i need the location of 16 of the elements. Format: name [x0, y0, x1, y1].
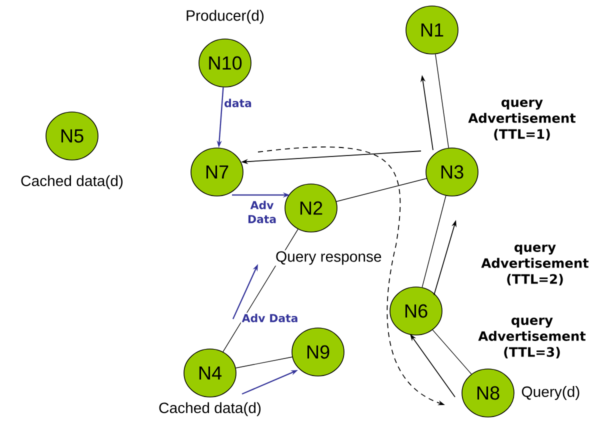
edge-label: Adv Data: [240, 312, 300, 324]
link-line: [422, 195, 446, 288]
annotation-text: query Advertisement (TTL=3): [478, 318, 586, 358]
node-caption: Cached data(d): [159, 402, 261, 416]
edge-label: Adv Data: [246, 200, 278, 224]
node-caption: Cached data(d): [21, 175, 123, 190]
link-line: [432, 330, 472, 374]
link-line: [336, 178, 427, 202]
annotation-text: query Advertisement (TTL=1): [468, 100, 576, 140]
annotation-text: query Advertisement (TTL=2): [481, 244, 589, 286]
link-line: [235, 356, 293, 368]
node-caption: Producer(d): [186, 10, 264, 24]
link-line: [435, 54, 449, 148]
edge-label: data: [223, 98, 253, 108]
node-caption: Query(d): [522, 386, 580, 400]
edge-label: Query response: [274, 250, 383, 266]
